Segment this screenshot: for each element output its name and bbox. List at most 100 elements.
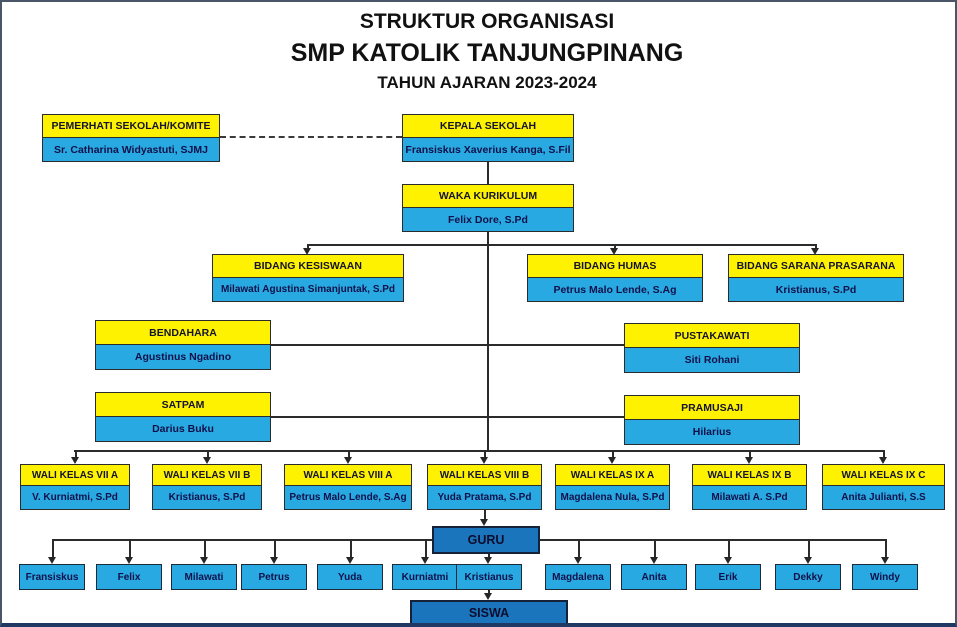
- arrow-teacher-1: [48, 557, 56, 564]
- arrow-teacher-9: [650, 557, 658, 564]
- unit-title: SATPAM: [95, 392, 271, 417]
- unit-title: KEPALA SEKOLAH: [402, 114, 574, 138]
- unit-title: BIDANG HUMAS: [527, 254, 703, 278]
- title-line-2: SMP KATOLIK TANJUNGPINANG: [290, 39, 684, 67]
- arrow-teacher-3: [200, 557, 208, 564]
- arrow-teacher-12: [881, 557, 889, 564]
- connector-stem-wali-vii-a: [75, 450, 77, 459]
- unit-wali-kelas-viii-a: WALI KELAS VIII A Petrus Malo Lende, S.A…: [284, 464, 412, 510]
- connector-waka-down: [487, 232, 489, 244]
- arrow-wali-ix-c: [879, 457, 887, 464]
- connector-wali-hline: [74, 450, 884, 452]
- unit-bidang-kesiswaan: BIDANG KESISWAAN Milawati Agustina Siman…: [212, 254, 404, 302]
- connector-guru-hline-left: [52, 539, 432, 541]
- unit-person: Sr. Catharina Widyastuti, SJMJ: [42, 138, 220, 162]
- connector-kepala-waka: [487, 162, 489, 184]
- unit-person: Petrus Malo Lende, S.Ag: [284, 486, 412, 510]
- arrow-teacher-11: [804, 557, 812, 564]
- arrow-wali-vii-b: [203, 457, 211, 464]
- unit-person: Magdalena Nula, S.Pd: [555, 486, 670, 510]
- connector-stem-sarpras: [815, 244, 817, 250]
- unit-bidang-sarana-prasarana: BIDANG SARANA PRASARANA Kristianus, S.Pd: [728, 254, 904, 302]
- unit-person: Felix Dore, S.Pd: [402, 208, 574, 232]
- connector-stem-teacher-4: [274, 539, 276, 558]
- arrow-teacher-10: [724, 557, 732, 564]
- arrow-sarpras: [811, 248, 819, 255]
- arrow-wali-ix-b: [745, 457, 753, 464]
- connector-stem-teacher-5: [350, 539, 352, 558]
- arrow-teacher-5: [346, 557, 354, 564]
- unit-title: BIDANG SARANA PRASARANA: [728, 254, 904, 278]
- arrow-teacher-8: [574, 557, 582, 564]
- unit-bidang-humas: BIDANG HUMAS Petrus Malo Lende, S.Ag: [527, 254, 703, 302]
- unit-person: Darius Buku: [95, 417, 271, 442]
- unit-satpam: SATPAM Darius Buku: [95, 392, 271, 442]
- unit-person: Hilarius: [624, 420, 800, 445]
- connector-bendahara-pustakawati: [271, 344, 624, 346]
- unit-title: WALI KELAS IX A: [555, 464, 670, 486]
- arrow-wali-vii-a: [71, 457, 79, 464]
- teacher-box-milawati: Milawati: [171, 564, 237, 590]
- connector-stem-humas: [614, 244, 616, 250]
- teacher-box-kristianus: Kristianus: [456, 564, 522, 590]
- unit-person: Siti Rohani: [624, 348, 800, 373]
- unit-person: Petrus Malo Lende, S.Ag: [527, 278, 703, 302]
- connector-stem-wali-vii-b: [207, 450, 209, 459]
- chart-title-block: STRUKTUR ORGANISASI SMP KATOLIK TANJUNGP…: [17, 6, 955, 93]
- connector-stem-teacher-10: [728, 539, 730, 558]
- connector-stem-wali-viii-b: [484, 450, 486, 459]
- connector-stem-teacher-1: [52, 539, 54, 558]
- unit-wali-kelas-vii-b: WALI KELAS VII B Kristianus, S.Pd: [152, 464, 262, 510]
- unit-title: PUSTAKAWATI: [624, 323, 800, 348]
- unit-pemerhati-sekolah-komite: PEMERHATI SEKOLAH/KOMITE Sr. Catharina W…: [42, 114, 220, 162]
- teacher-box-windy: Windy: [852, 564, 918, 590]
- unit-wali-kelas-vii-a: WALI KELAS VII A V. Kurniatmi, S.Pd: [20, 464, 130, 510]
- teacher-box-petrus: Petrus: [241, 564, 307, 590]
- teacher-box-felix: Felix: [96, 564, 162, 590]
- unit-wali-kelas-viii-b: WALI KELAS VIII B Yuda Pratama, S.Pd: [427, 464, 542, 510]
- connector-stem-teacher-9: [654, 539, 656, 558]
- teacher-box-erik: Erik: [695, 564, 761, 590]
- arrow-wali-ix-a: [608, 457, 616, 464]
- unit-wali-kelas-ix-c: WALI KELAS IX C Anita Julianti, S.S: [822, 464, 945, 510]
- connector-stem-wali-ix-b: [749, 450, 751, 459]
- connector-stem-kesiswaan: [307, 244, 309, 250]
- connector-stem-teacher-2: [129, 539, 131, 558]
- connector-stem-wali-ix-a: [612, 450, 614, 459]
- arrow-guru: [480, 519, 488, 526]
- teacher-box-dekky: Dekky: [775, 564, 841, 590]
- connector-guru-hline-right: [540, 539, 885, 541]
- connector-stem-teacher-11: [808, 539, 810, 558]
- connector-stem-teacher-12: [885, 539, 887, 558]
- teacher-box-anita: Anita: [621, 564, 687, 590]
- teacher-box-magdalena: Magdalena: [545, 564, 611, 590]
- unit-person: V. Kurniatmi, S.Pd: [20, 486, 130, 510]
- unit-person: Milawati A. S.Pd: [692, 486, 807, 510]
- unit-person: Anita Julianti, S.S: [822, 486, 945, 510]
- connector-stem-wali-ix-c: [883, 450, 885, 459]
- unit-siswa: SISWA: [410, 600, 568, 623]
- connector-stem-wali-viii-a: [348, 450, 350, 459]
- unit-wali-kelas-ix-a: WALI KELAS IX A Magdalena Nula, S.Pd: [555, 464, 670, 510]
- connector-kristianus-siswa: [488, 590, 490, 595]
- unit-person: Yuda Pratama, S.Pd: [427, 486, 542, 510]
- arrow-wali-viii-a: [344, 457, 352, 464]
- unit-title: WALI KELAS VIII A: [284, 464, 412, 486]
- unit-pramusaji: PRAMUSAJI Hilarius: [624, 395, 800, 445]
- unit-title: WALI KELAS VII B: [152, 464, 262, 486]
- connector-wali-guru: [484, 510, 486, 520]
- title-line-3: TAHUN AJARAN 2023-2024: [377, 73, 597, 92]
- unit-person: Kristianus, S.Pd: [152, 486, 262, 510]
- unit-waka-kurikulum: WAKA KURIKULUM Felix Dore, S.Pd: [402, 184, 574, 232]
- title-line-1: STRUKTUR ORGANISASI: [359, 10, 615, 33]
- unit-title: PEMERHATI SEKOLAH/KOMITE: [42, 114, 220, 138]
- unit-title: WALI KELAS IX C: [822, 464, 945, 486]
- unit-title: WALI KELAS VIII B: [427, 464, 542, 486]
- arrow-siswa: [484, 593, 492, 600]
- teacher-box-kurniatmi: Kurniatmi: [392, 564, 458, 590]
- unit-guru: GURU: [432, 526, 540, 554]
- unit-person: Milawati Agustina Simanjuntak, S.Pd: [212, 278, 404, 302]
- unit-person: Kristianus, S.Pd: [728, 278, 904, 302]
- arrow-teacher-7: [484, 557, 492, 564]
